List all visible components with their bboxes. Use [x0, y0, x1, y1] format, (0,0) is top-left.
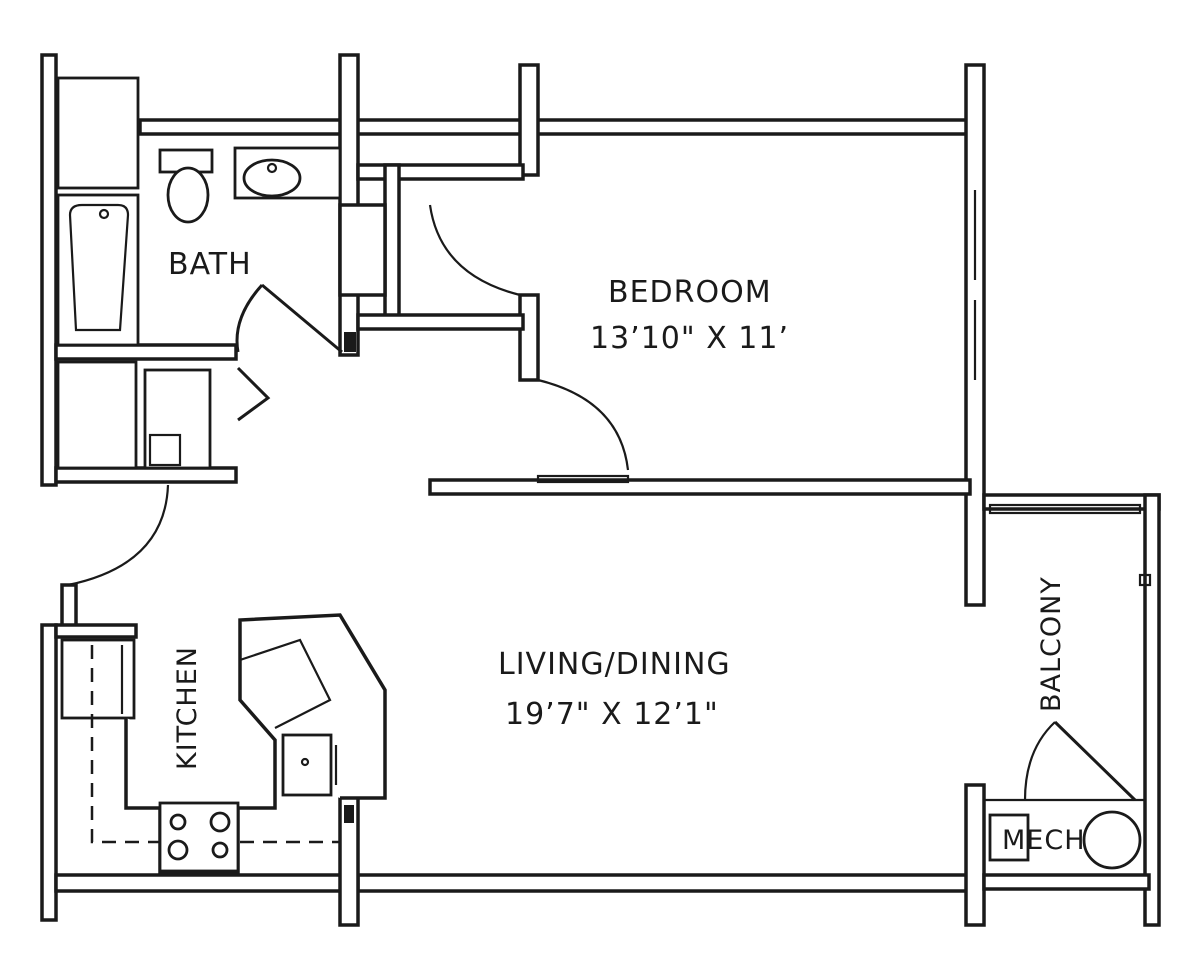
living-label: LIVING/DINING — [498, 647, 731, 682]
bedroom-label: BEDROOM — [608, 275, 772, 310]
bath-fixtures — [56, 76, 343, 354]
kitchen-fixtures — [60, 613, 387, 874]
laundry-closet — [56, 360, 271, 587]
bedroom-details — [338, 163, 977, 484]
balcony-details — [984, 503, 1152, 870]
living-dimensions: 19’7" X 12’1" — [505, 697, 719, 732]
bedroom-dimensions: 13’10" X 11’ — [590, 321, 789, 356]
bath-label: BATH — [168, 247, 252, 282]
kitchen-label: KITCHEN — [172, 646, 203, 770]
mech-label: MECH — [1002, 825, 1086, 856]
balcony-label: BALCONY — [1036, 576, 1067, 712]
